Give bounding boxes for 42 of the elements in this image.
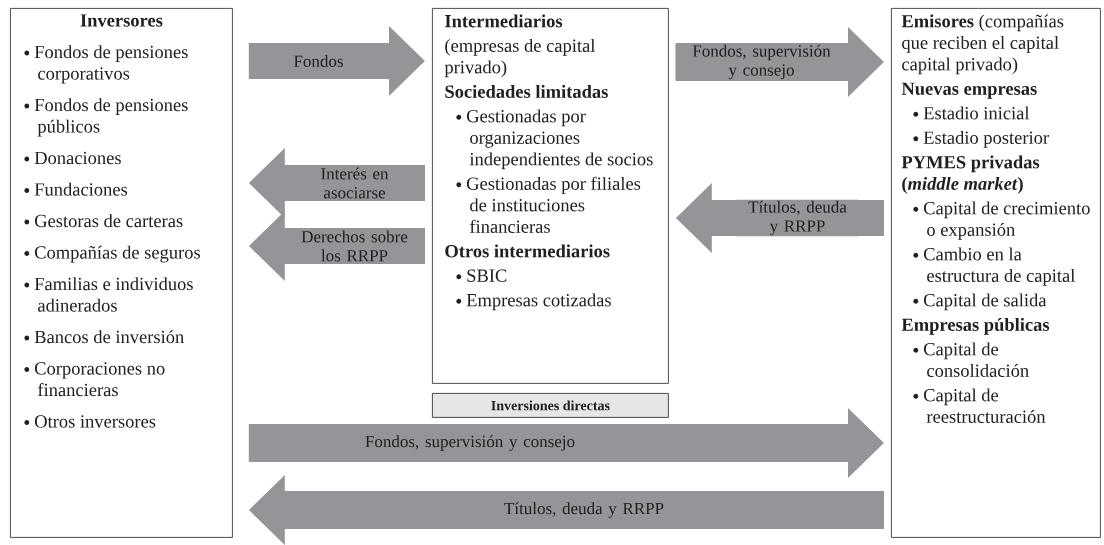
list-item: Fondos de pensiones públicos: [24, 98, 188, 137]
box-text: Inversiones directas: [491, 400, 610, 411]
list-item: Fondos de pensiones corporativos: [24, 45, 188, 84]
list-item: Otros inversores: [24, 415, 156, 428]
list-item: Gestionadas por organizaciones independientes de socios: [456, 109, 653, 170]
edge-label: Fondos: [293, 55, 343, 67]
subheading: Empresas públicas: [901, 317, 1050, 335]
investor-box: [10, 8, 233, 538]
list-item: Estadio inicial: [913, 106, 1030, 120]
list-item: Compañías de seguros: [24, 245, 201, 263]
subheading: PYMES privadas (middle market): [901, 155, 1040, 194]
box-heading: Intermediarios: [445, 14, 563, 28]
subheading: Nuevas empresas: [901, 82, 1037, 99]
edge-label: Interés en asociarse: [321, 167, 389, 199]
list-item: Familias e individuos adinerados: [24, 277, 193, 312]
edge-label: Títulos, deuda y RRPP: [748, 200, 847, 236]
box-text: Emisores (compañías que reciben el capital capital privado): [901, 14, 1064, 75]
subheading: Sociedades limitadas: [445, 84, 608, 98]
list-item: Capital de salida: [913, 293, 1047, 311]
box-heading: Inversores: [80, 14, 163, 27]
edge-label: Derechos sobre los RRPP: [301, 230, 408, 262]
list-item: SBIC: [456, 269, 507, 282]
list-item: Corporaciones no financieras: [24, 362, 165, 397]
box-text: (empresas de capital privado): [444, 38, 596, 78]
list-item: Donaciones: [24, 151, 121, 165]
list-item: Gestoras de carteras: [24, 214, 183, 228]
edge-label: Fondos, supervisión y consejo: [692, 44, 831, 80]
intermediary-box: [432, 8, 669, 384]
edge-label: Fondos, supervisión y consejo: [365, 435, 575, 451]
subheading: Otros intermediarios: [445, 244, 610, 258]
list-item: Fundaciones: [24, 182, 128, 196]
label-box: [432, 393, 669, 418]
list-item: Gestionadas por filiales de instituciones financieras: [456, 176, 641, 233]
list-item: Capital de crecimiento o expansión: [913, 201, 1090, 240]
list-item: Bancos de inversión: [24, 330, 184, 344]
issuer-box: [891, 8, 1101, 538]
list-item: Estadio posterior: [913, 130, 1049, 148]
list-item: Empresas cotizadas: [456, 293, 611, 311]
list-item: Capital de reestructuración: [913, 388, 1046, 423]
list-item: Cambio en la estructura de capital: [913, 247, 1075, 286]
list-item: Capital de consolidación: [913, 342, 1029, 377]
edge-label: Títulos, deuda y RRPP: [504, 502, 664, 518]
